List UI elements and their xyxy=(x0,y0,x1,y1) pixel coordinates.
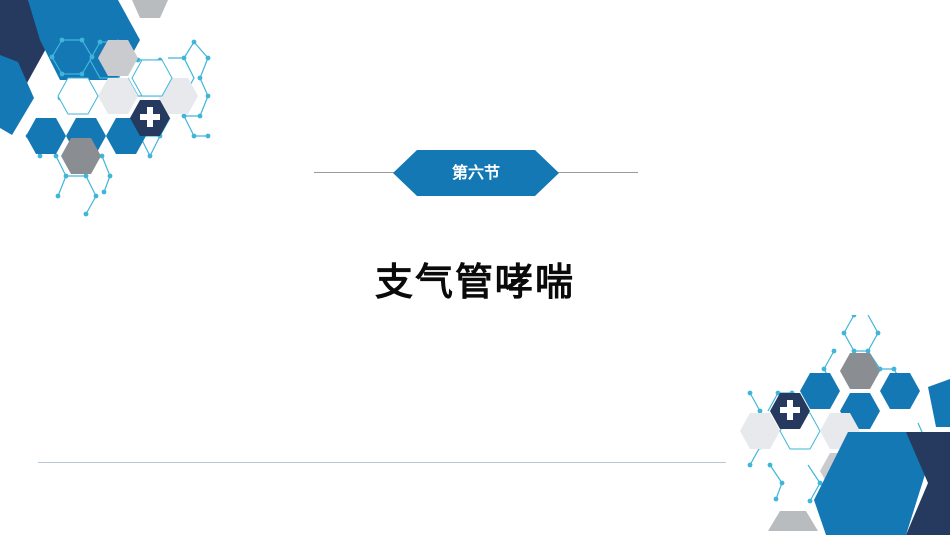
medical-cross-icon xyxy=(770,393,810,429)
hexagon-cluster-top-left xyxy=(0,0,211,217)
divider-line xyxy=(38,462,726,463)
slide-title: 支气管哮喘 xyxy=(374,260,575,304)
medical-cross-icon xyxy=(130,100,170,136)
section-label: 第六节 xyxy=(451,163,500,182)
hexagon-cluster-bottom-right xyxy=(740,315,950,535)
